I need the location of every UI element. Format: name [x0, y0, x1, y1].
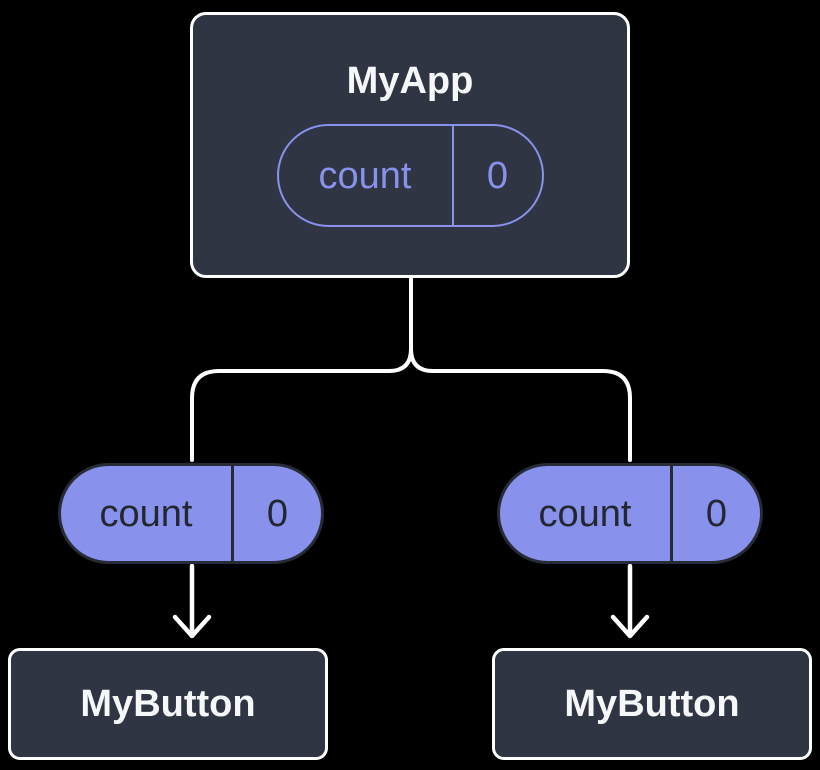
prop-name: count: [61, 466, 234, 561]
arrow-down-icon: [172, 563, 212, 639]
prop-value: 0: [266, 492, 289, 535]
arrow-down-icon: [610, 563, 650, 639]
child-component-title: MyButton: [564, 683, 740, 725]
state-value: 0: [486, 154, 509, 197]
fork-connector-left: [190, 275, 413, 462]
child-component-box-left: MyButton: [8, 648, 328, 760]
prop-pill-left: count 0: [58, 463, 324, 564]
prop-name: count: [500, 466, 673, 561]
state-name: count: [279, 126, 454, 225]
prop-pill-right: count 0: [497, 463, 763, 564]
parent-component-title: MyApp: [346, 60, 474, 102]
child-component-title: MyButton: [80, 683, 256, 725]
parent-component-box: MyApp count 0: [190, 12, 630, 278]
parent-state-pill: count 0: [276, 124, 544, 227]
fork-connector-right: [409, 275, 632, 462]
child-component-box-right: MyButton: [492, 648, 812, 760]
prop-value: 0: [705, 492, 728, 535]
